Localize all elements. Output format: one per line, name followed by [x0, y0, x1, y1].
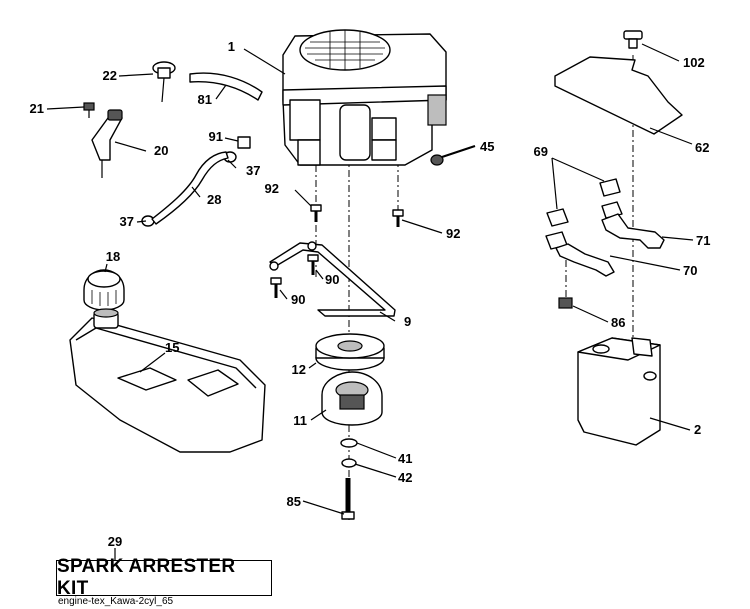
callout-15: 15	[165, 340, 179, 355]
callout-90-lower: 90	[291, 292, 305, 307]
callout-37-lower: 37	[120, 214, 134, 229]
muffler	[577, 337, 661, 446]
heat-shield	[554, 56, 683, 135]
bolt-92-left	[310, 204, 322, 222]
callout-70: 70	[683, 263, 697, 278]
callout-92-right: 92	[446, 226, 460, 241]
callout-1: 1	[228, 39, 235, 54]
bracket-hole-left	[269, 261, 279, 271]
gaskets	[545, 178, 623, 250]
callout-71: 71	[696, 233, 710, 248]
fuel-cap	[83, 269, 125, 311]
bolt-92-right	[392, 209, 404, 227]
callout-85: 85	[287, 494, 301, 509]
diagram-code: engine-tex_Kawa-2cyl_65	[58, 596, 174, 607]
nut-91	[237, 136, 251, 149]
knob-102	[623, 30, 643, 49]
bracket-20	[91, 109, 123, 178]
callout-11: 11	[293, 413, 307, 428]
callout-29: 29	[108, 534, 122, 549]
callout-90-upper: 90	[325, 272, 339, 287]
callout-81: 81	[198, 92, 212, 107]
fuel-hose	[189, 72, 263, 101]
callout-28: 28	[207, 192, 221, 207]
callout-86: 86	[611, 315, 625, 330]
spark-arrester-kit-label: SPARK ARRESTER KIT	[57, 556, 236, 599]
fuel-line	[151, 151, 229, 225]
nut-86	[558, 297, 573, 309]
engine	[282, 29, 447, 166]
callout-37-upper: 37	[246, 163, 260, 178]
bolt-90-lower	[270, 277, 282, 298]
bolt-45	[430, 144, 476, 166]
callout-21: 21	[30, 101, 44, 116]
callout-18: 18	[106, 249, 120, 264]
spark-arrester-kit-box: SPARK ARRESTER KIT	[56, 556, 272, 599]
callout-42: 42	[398, 470, 412, 485]
callout-9: 9	[404, 314, 411, 329]
leader-lines	[46, 43, 694, 560]
dipstick-cap	[152, 61, 176, 103]
callout-91: 91	[209, 129, 223, 144]
callout-20: 20	[154, 143, 168, 158]
callout-92-left: 92	[265, 181, 279, 196]
washer-41	[340, 438, 358, 448]
clutch	[321, 371, 383, 426]
bolt-85	[341, 478, 355, 520]
callout-102: 102	[683, 55, 705, 70]
exhaust-pipe-71	[601, 213, 665, 249]
pulley	[315, 333, 385, 371]
callout-62: 62	[695, 140, 709, 155]
engine-bracket	[269, 242, 396, 317]
callout-69: 69	[534, 144, 548, 159]
bracket-hole-right	[307, 241, 317, 251]
callout-2: 2	[694, 422, 701, 437]
fuel-tank	[69, 308, 266, 453]
callout-22: 22	[103, 68, 117, 83]
callout-41: 41	[398, 451, 412, 466]
callout-12: 12	[292, 362, 306, 377]
callout-45: 45	[480, 139, 494, 154]
washer-42	[341, 458, 357, 468]
exhaust-pipe-70	[555, 243, 615, 277]
screw-21	[83, 102, 95, 118]
bolt-90-upper	[307, 254, 319, 275]
